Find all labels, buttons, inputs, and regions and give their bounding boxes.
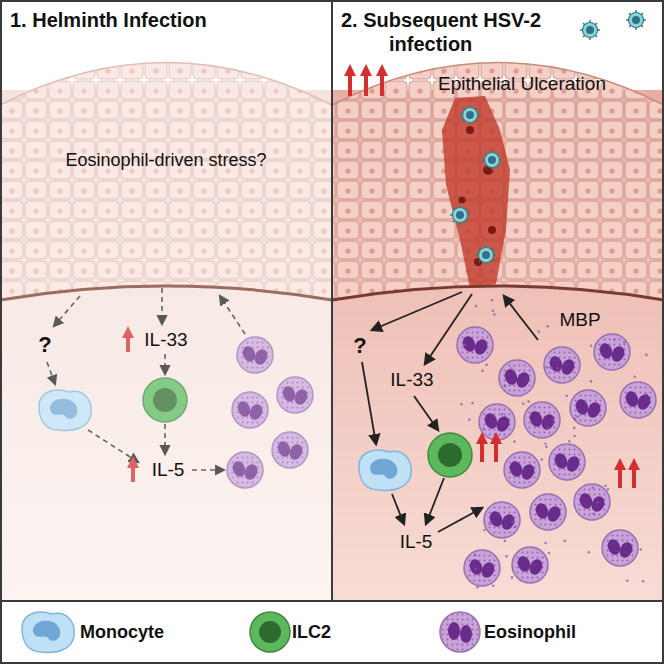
label-text: IL-33 <box>390 369 433 391</box>
label-text: IL-5 <box>400 531 433 553</box>
legend-icon <box>432 607 488 657</box>
legend-text: Eosinophil <box>484 622 576 643</box>
label-text: ? <box>353 333 366 358</box>
legend-icon <box>242 607 298 657</box>
label-text: IL-5 <box>152 459 185 481</box>
panel: 1. Helminth Infection <box>0 0 333 602</box>
legend-box: Monocyte ILC2 Eosinophil <box>0 600 664 664</box>
label-text: MBP <box>559 309 600 331</box>
panel-title: 2. Subsequent HSV-2 infection <box>341 8 619 56</box>
label-text: ? <box>38 332 51 357</box>
legend-text: Monocyte <box>80 622 164 643</box>
label-text: Eosinophil-driven stress? <box>65 150 266 171</box>
label-text: Epithelial Ulceration <box>438 73 606 95</box>
legend-icon <box>20 607 76 657</box>
label-text: IL-33 <box>144 329 187 351</box>
panel-title: 1. Helminth Infection <box>10 8 207 32</box>
legend-text: ILC2 <box>292 622 331 643</box>
